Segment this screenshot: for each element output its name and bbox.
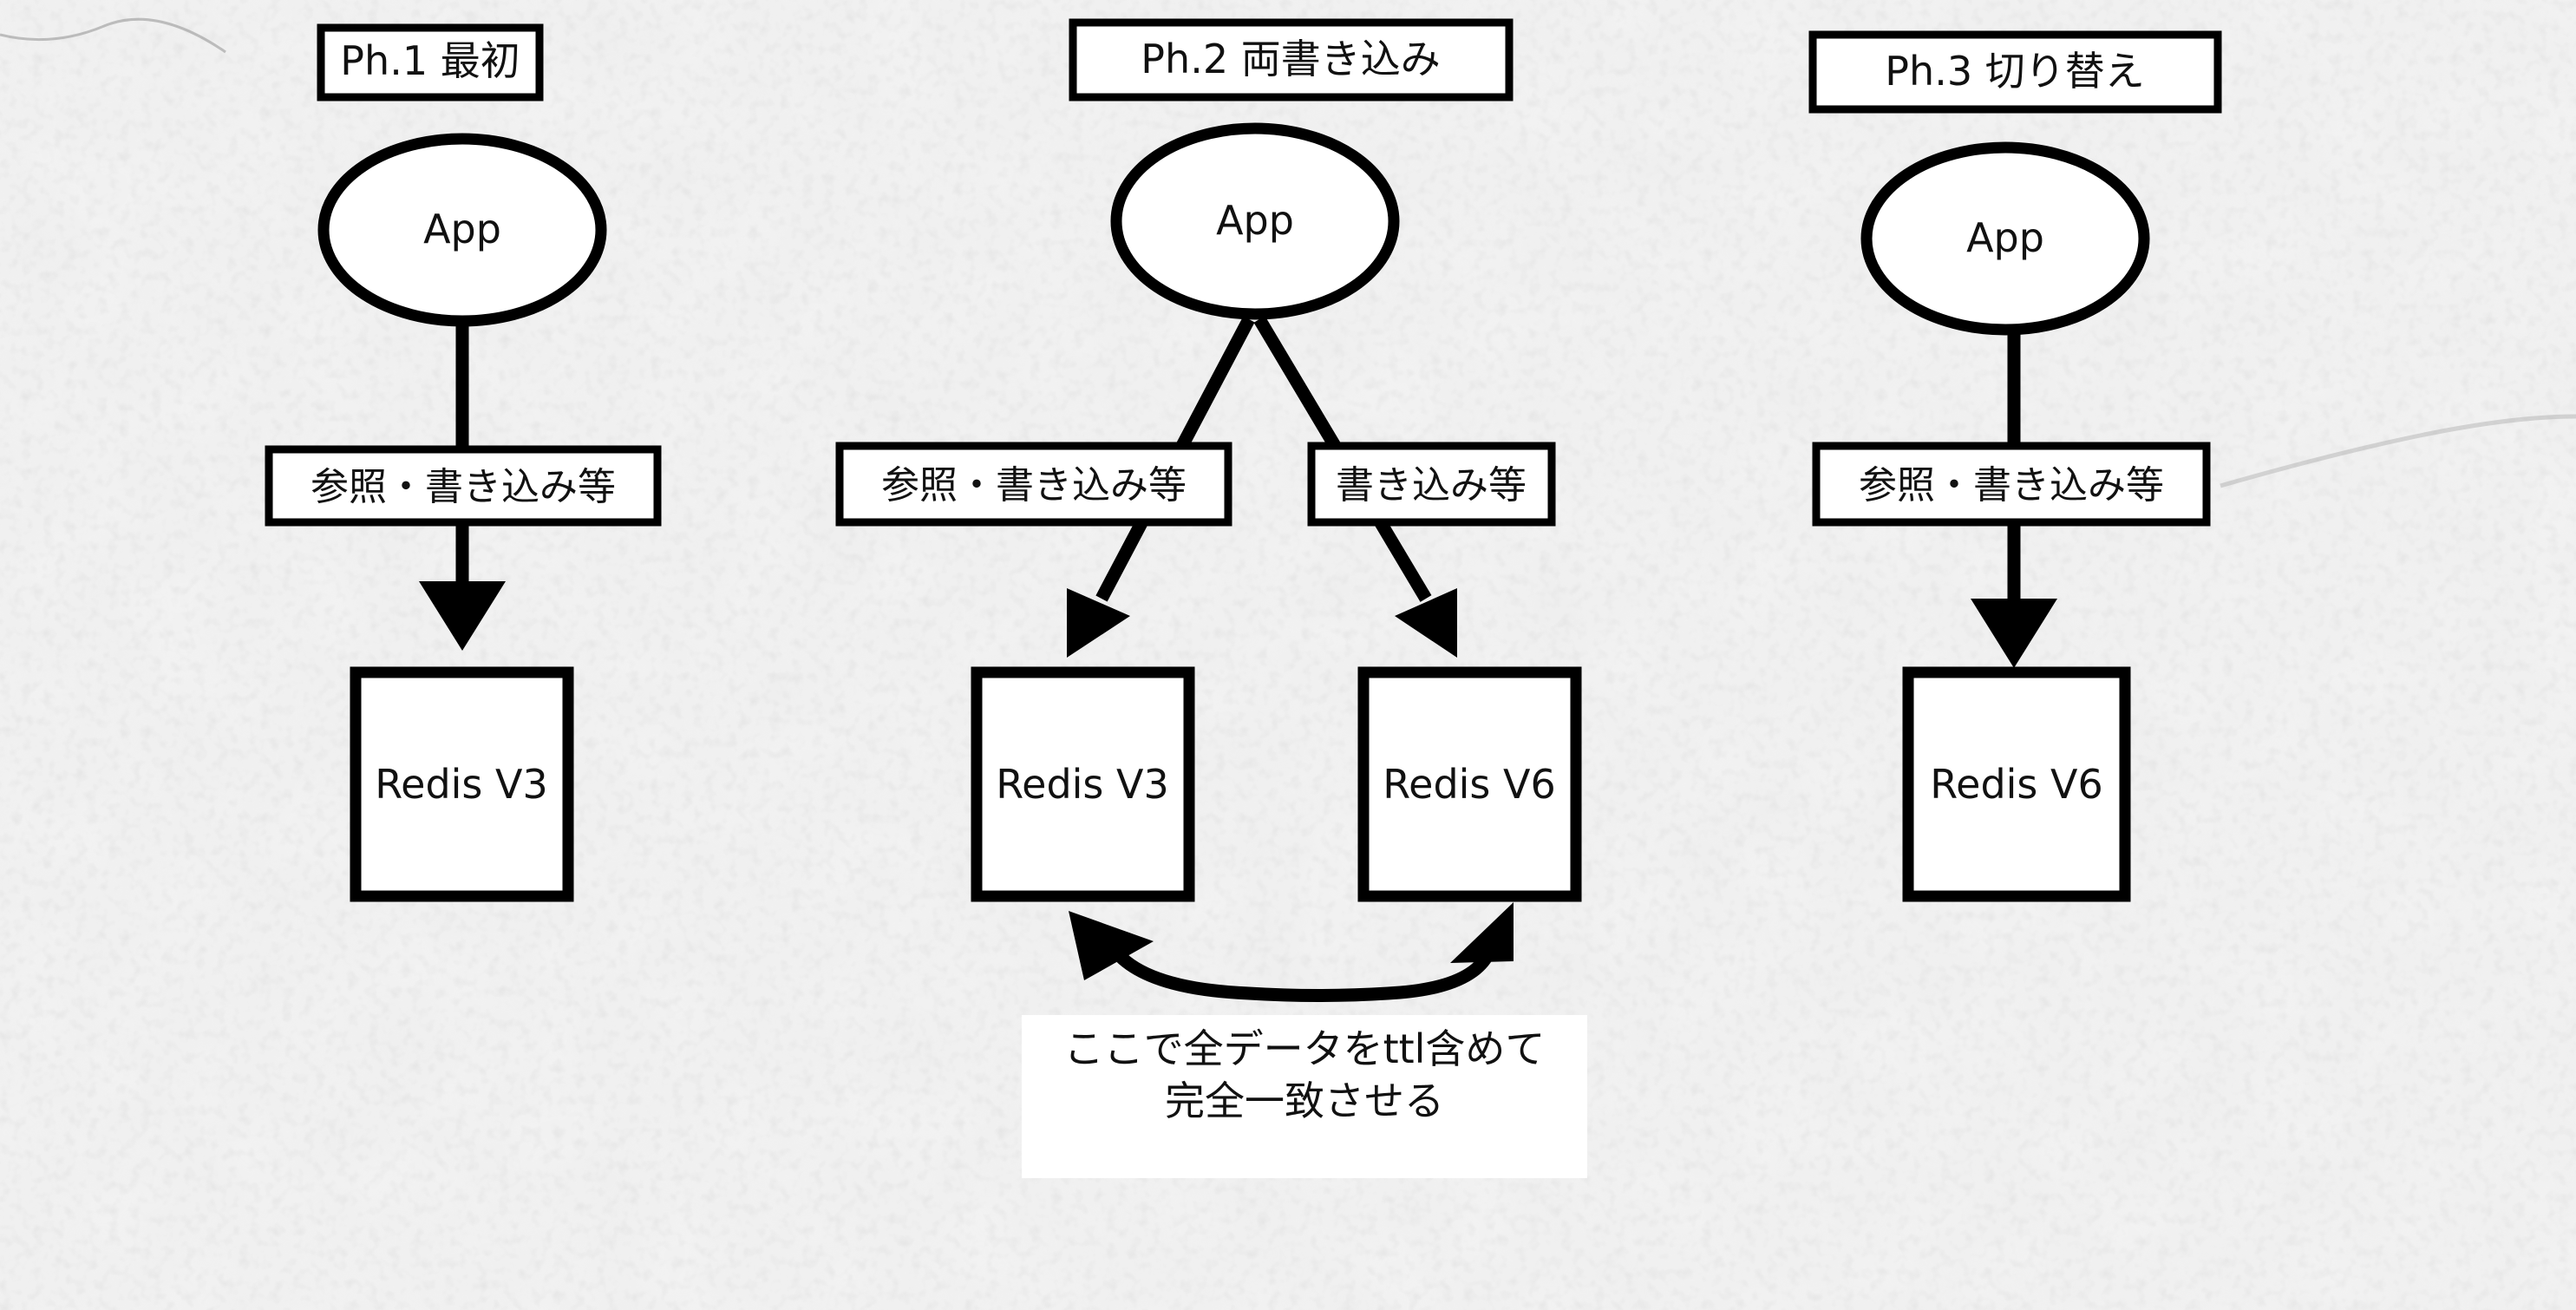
phase-1-edge-arrowhead [419, 581, 506, 651]
phase-1-edge-label-box [265, 445, 662, 527]
phase-2-sync-arrowhead-right [1450, 902, 1514, 963]
phase-2-edge-right-label-box [1307, 442, 1556, 527]
phase-2-redis-v6-node [1357, 666, 1582, 902]
phase-2-sync-curve [1108, 943, 1497, 1002]
phase-2-title: Ph.2 両書き込み [1141, 36, 1440, 82]
phase-2-edge-right-label: 書き込み等 [1336, 463, 1527, 508]
phase-2-app-label: App [1216, 197, 1294, 244]
phase-2-redis-v3-node [971, 666, 1195, 902]
phase-1-title: Ph.1 最初 [340, 37, 520, 84]
phase-2-sync-arrowhead-left [1069, 911, 1154, 980]
phase-3: Ph.3 切り替え App 参照・書き込み等 Redis V6 [1808, 30, 2222, 902]
phase-2-redis-v6-label: Redis V6 [1383, 761, 1556, 808]
phase-2-edge-left-label-box [835, 442, 1232, 527]
phase-2: Ph.2 両書き込み App 参照・書き込み等 書き込み等 Redis V3 R… [835, 18, 1587, 1178]
phase-2-sync-note-line2: 完全一致させる [1165, 1077, 1444, 1124]
phase-2-edge-right-arrowhead [1395, 588, 1457, 658]
phase-1-redis-label: Redis V3 [375, 761, 548, 808]
phase-2-app-node [1110, 122, 1400, 320]
phase-2-edge-left-arrowhead [1067, 588, 1130, 658]
phase-3-title-box [1808, 30, 2222, 114]
phase-3-edge-label: 参照・書き込み等 [1859, 463, 2164, 508]
phase-1: Ph.1 最初 App 参照・書き込み等 Redis V3 [265, 23, 662, 902]
phase-3-title: Ph.3 切り替え [1885, 48, 2144, 95]
phase-2-sync-note-box [1022, 1015, 1587, 1178]
phase-3-edge-arrowhead [1971, 599, 2057, 668]
phase-3-redis-node [1902, 666, 2131, 902]
phase-2-sync-note-line1: ここで全データをttl含めて [1064, 1025, 1546, 1072]
phase-3-app-label: App [1966, 214, 2044, 261]
phase-1-app-node [317, 133, 607, 327]
phase-2-redis-v3-label: Redis V3 [996, 761, 1169, 808]
phase-2-edge-left-label: 参照・書き込み等 [881, 463, 1187, 508]
phase-3-edge-label-box [1812, 442, 2211, 527]
phase-1-redis-node [350, 666, 574, 902]
phase-3-redis-label: Redis V6 [1930, 761, 2103, 808]
phase-1-app-label: App [423, 206, 501, 252]
phase-1-edge-label: 参照・書き込み等 [311, 465, 616, 509]
phase-1-title-box [317, 23, 544, 102]
phase-2-title-box [1069, 18, 1514, 102]
phase-3-app-node [1860, 141, 2150, 336]
